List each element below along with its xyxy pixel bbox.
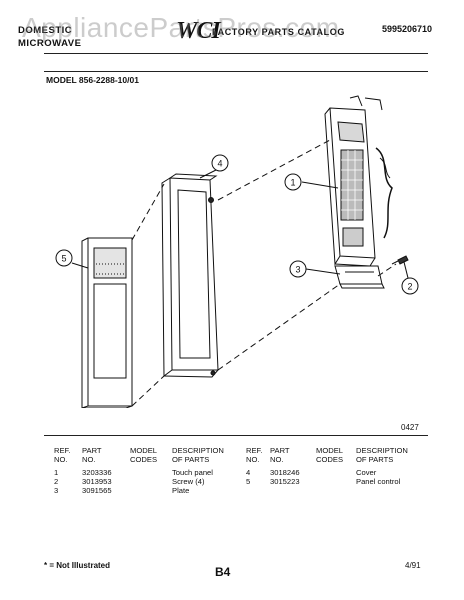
brand-line-2: MICROWAVE [18,38,82,49]
col-ref-no: REF.NO. [246,446,263,464]
header-rule [44,53,428,54]
model-rule [44,71,428,72]
screw-drawing [391,255,409,265]
brand-line-1: DOMESTIC [18,25,73,36]
callout-1: 1 [290,178,295,188]
callout-4-circle [211,154,229,172]
callout-3: 3 [295,265,300,275]
catalog-number: 5995206710 [382,24,433,34]
revision-date: 4/91 [405,561,421,570]
callout-5: 5 [61,254,66,264]
wci-logo: WCI [176,18,221,44]
model-number: MODEL 856-2288-10/01 [46,75,139,85]
brand-block: DOMESTIC MICROWAVE [18,24,81,50]
catalog-title: FACTORY PARTS CATALOG [212,27,345,37]
watermark: AppliancePartsPros.com [22,12,340,43]
page-number: B4 [215,565,231,579]
cover-frame-drawing [161,173,219,378]
callout-4: 4 [217,159,222,169]
plate-drawing [334,265,385,289]
panel-control-drawing [81,237,133,408]
callout-2: 2 [407,282,412,292]
col-ref-no: REF.NO. [54,446,71,464]
callout-3-circle [289,260,307,278]
touch-panel-drawing [324,95,393,267]
table-top-rule [44,435,428,436]
not-illustrated-note: * = Not Illustrated [44,561,111,570]
exploded-parts-diagram: 1 2 3 4 5 [55,95,419,408]
callout-1-circle [284,173,302,191]
figure-code: 0427 [401,423,419,432]
callout-5-circle [55,249,73,267]
callout-2-circle [401,277,419,295]
